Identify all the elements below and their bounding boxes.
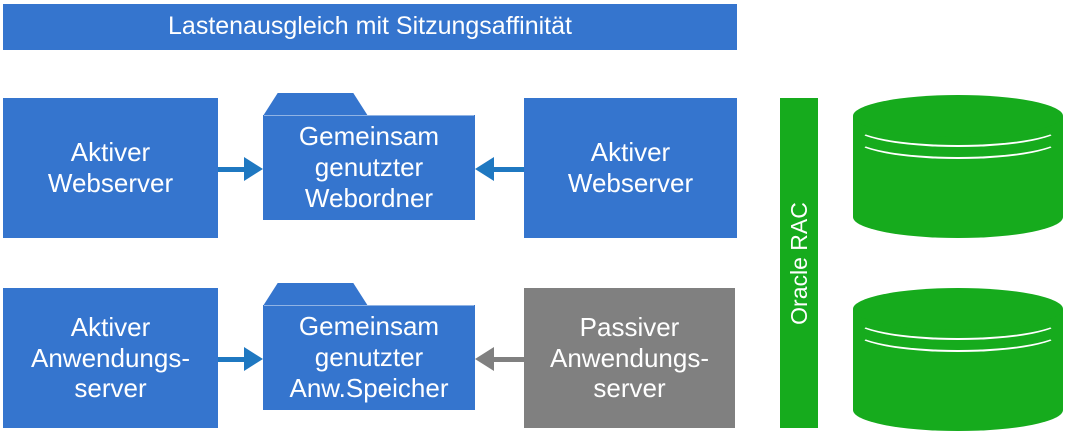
node-active-web-server-left: Aktiver Webserver xyxy=(3,98,218,238)
cylinder-ring-lower xyxy=(853,310,1063,352)
folder-seam-line xyxy=(264,115,474,116)
cylinder-top-cap xyxy=(853,95,1063,137)
arrow-head xyxy=(475,347,494,371)
cylinder-ring-upper xyxy=(853,298,1063,340)
oracle-rac-label: Oracle RAC xyxy=(785,201,812,325)
folder-body-label: Gemeinsam genutzter Anw.Speicher xyxy=(263,305,475,410)
folder-seam-line xyxy=(264,305,474,306)
arrow-head xyxy=(244,157,263,181)
arrow-head xyxy=(244,347,263,371)
cylinder-top-cap xyxy=(853,288,1063,330)
node-passive-application-server: Passiver Anwendungs- server xyxy=(524,288,735,428)
folder-tab-icon xyxy=(263,283,368,306)
node-shared-application-storage: Gemeinsam genutzter Anw.Speicher xyxy=(263,283,475,410)
folder-body-label: Gemeinsam genutzter Webordner xyxy=(263,115,475,220)
cylinder-ring-upper xyxy=(853,105,1063,147)
diagram-title-banner: Lastenausgleich mit Sitzungsaffinität xyxy=(3,4,737,50)
database-cylinder-bottom xyxy=(853,288,1063,431)
arrow-shaft xyxy=(493,167,525,172)
database-cylinder-top xyxy=(853,95,1063,238)
cylinder-ring-lower xyxy=(853,117,1063,159)
oracle-rac-bar: Oracle RAC xyxy=(780,98,818,428)
node-active-web-server-right: Aktiver Webserver xyxy=(524,98,737,238)
arrow-shaft xyxy=(493,357,525,362)
arrow-shaft xyxy=(218,357,246,362)
node-shared-web-folder: Gemeinsam genutzter Webordner xyxy=(263,93,475,220)
arrow-shaft xyxy=(218,167,246,172)
node-active-application-server: Aktiver Anwendungs- server xyxy=(3,288,218,428)
arrow-head xyxy=(475,157,494,181)
folder-tab-icon xyxy=(263,93,368,116)
